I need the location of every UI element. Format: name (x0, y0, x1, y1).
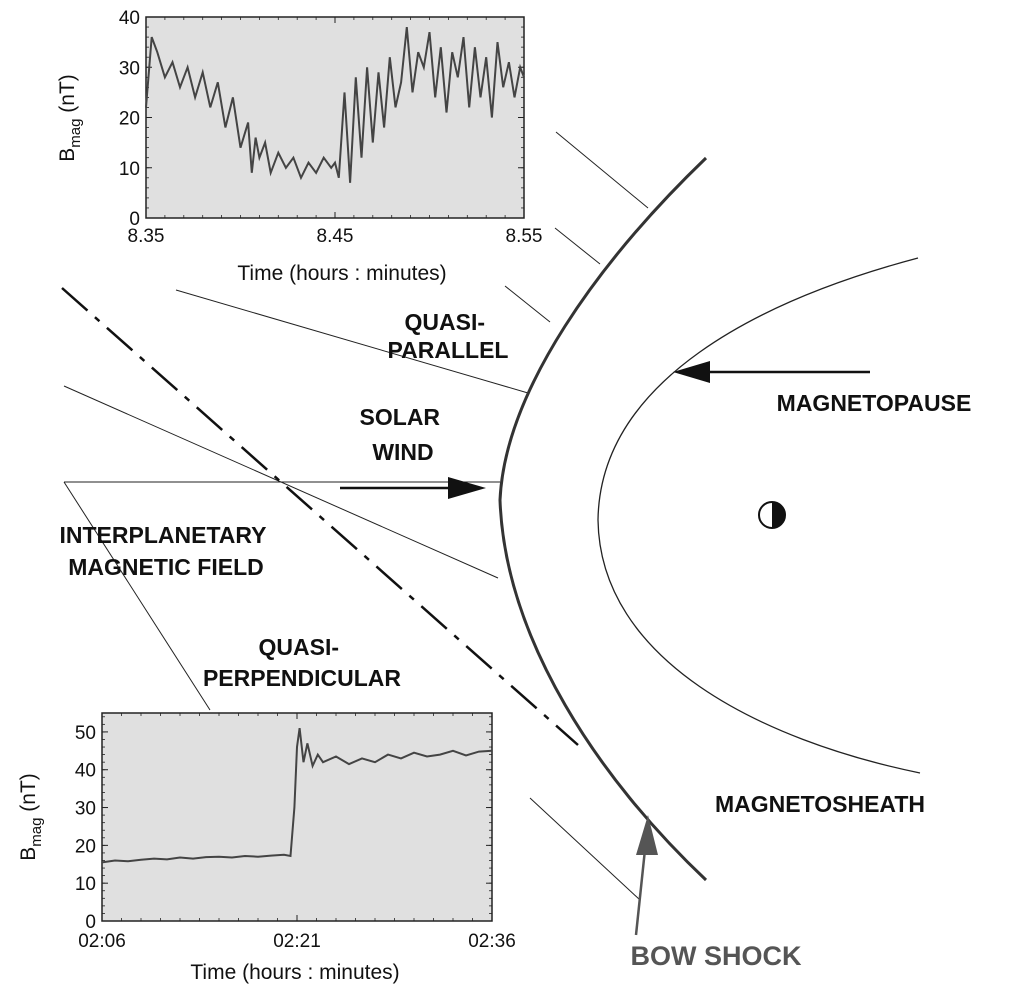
plot-area (145, 16, 525, 219)
y-tick-label: 10 (119, 159, 140, 180)
y-tick-label: 30 (75, 799, 96, 820)
bow-shock-label: BOW SHOCK (631, 941, 802, 971)
series-line (101, 727, 493, 864)
field-line (504, 285, 551, 323)
y-axis-label: Bmag (nT) (17, 773, 45, 861)
y-tick-label: 20 (75, 836, 96, 857)
dividing-field-line (61, 287, 579, 746)
y-tick-label: 30 (119, 58, 140, 79)
solar-wind-arrow (340, 477, 486, 499)
y-tick-label: 10 (75, 874, 96, 895)
quasi-parallel-label: QUASI- PARALLEL (388, 309, 509, 363)
y-tick-label: 0 (129, 209, 140, 230)
y-tick-label: 40 (119, 8, 140, 29)
imf-label: INTERPLANETARY MAGNETIC FIELD (60, 522, 273, 580)
magnetopause-arrow (673, 361, 870, 383)
magnetopause-curve (597, 257, 921, 774)
x-tick-label: 8.35 (128, 226, 165, 247)
x-axis-label: Time (hours : minutes) (237, 262, 446, 285)
y-tick-label: 40 (75, 761, 96, 782)
series-line (145, 26, 525, 183)
bow-shock-curve (498, 156, 708, 882)
x-tick-label: 8.55 (506, 226, 543, 247)
x-tick-label: 02:36 (468, 931, 516, 952)
y-tick-label: 20 (119, 109, 140, 130)
solar-wind-label: SOLAR WIND (360, 404, 447, 465)
field-line (175, 289, 529, 394)
field-line (63, 481, 211, 711)
x-tick-label: 02:21 (273, 931, 321, 952)
field-line (529, 797, 641, 901)
earth-icon (758, 501, 786, 529)
quasi-perpendicular-label: QUASI- PERPENDICULAR (203, 634, 401, 691)
bow-shock-arrow (634, 815, 658, 936)
x-tick-label: 8.45 (317, 226, 354, 247)
imf-field-lines (63, 131, 649, 901)
magnetosheath-label: MAGNETOSHEATH (715, 791, 925, 817)
field-line (554, 227, 601, 265)
x-axis-label: Time (hours : minutes) (190, 961, 399, 984)
y-axis-label: Bmag (nT) (56, 74, 84, 162)
y-tick-label: 50 (75, 723, 96, 744)
y-tick-label: 0 (85, 912, 96, 933)
magnetopause-label: MAGNETOPAUSE (777, 390, 972, 416)
field-line (555, 131, 649, 209)
x-tick-label: 02:06 (78, 931, 126, 952)
